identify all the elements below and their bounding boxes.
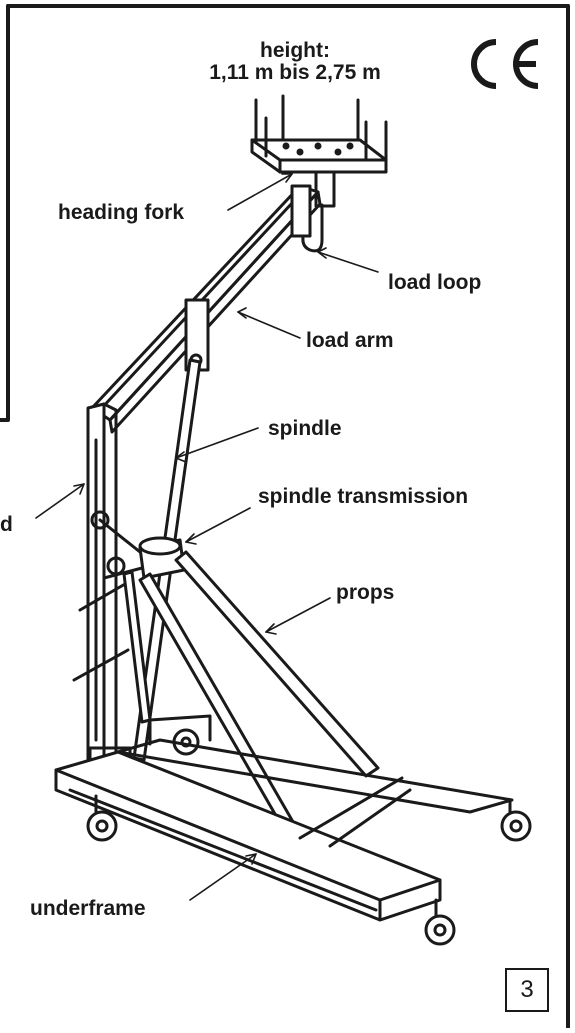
height-title: height: 1,11 m bis 2,75 m [200, 39, 390, 85]
frame-border-left [0, 4, 10, 422]
label-load-arm: load arm [306, 329, 394, 352]
caster-wheels [86, 728, 532, 946]
ce-mark-icon [471, 39, 539, 89]
underframe [54, 714, 514, 922]
label-stand-partial: d [0, 513, 13, 536]
stand [72, 402, 134, 766]
heading-fork [250, 94, 388, 208]
load-loop [301, 203, 324, 253]
leader-lines [35, 173, 379, 901]
label-spindle: spindle [268, 417, 342, 440]
frame-border [6, 4, 570, 22]
height-label: height: [260, 39, 330, 62]
label-props: props [336, 581, 395, 604]
page-number: 3 [505, 968, 549, 1012]
label-load-loop: load loop [388, 271, 482, 294]
height-range: 1,11 m bis 2,75 m [209, 61, 381, 85]
label-spindle-transmission: spindle transmission [258, 485, 469, 508]
label-underframe: underframe [30, 897, 146, 920]
label-heading-fork: heading fork [58, 201, 185, 224]
